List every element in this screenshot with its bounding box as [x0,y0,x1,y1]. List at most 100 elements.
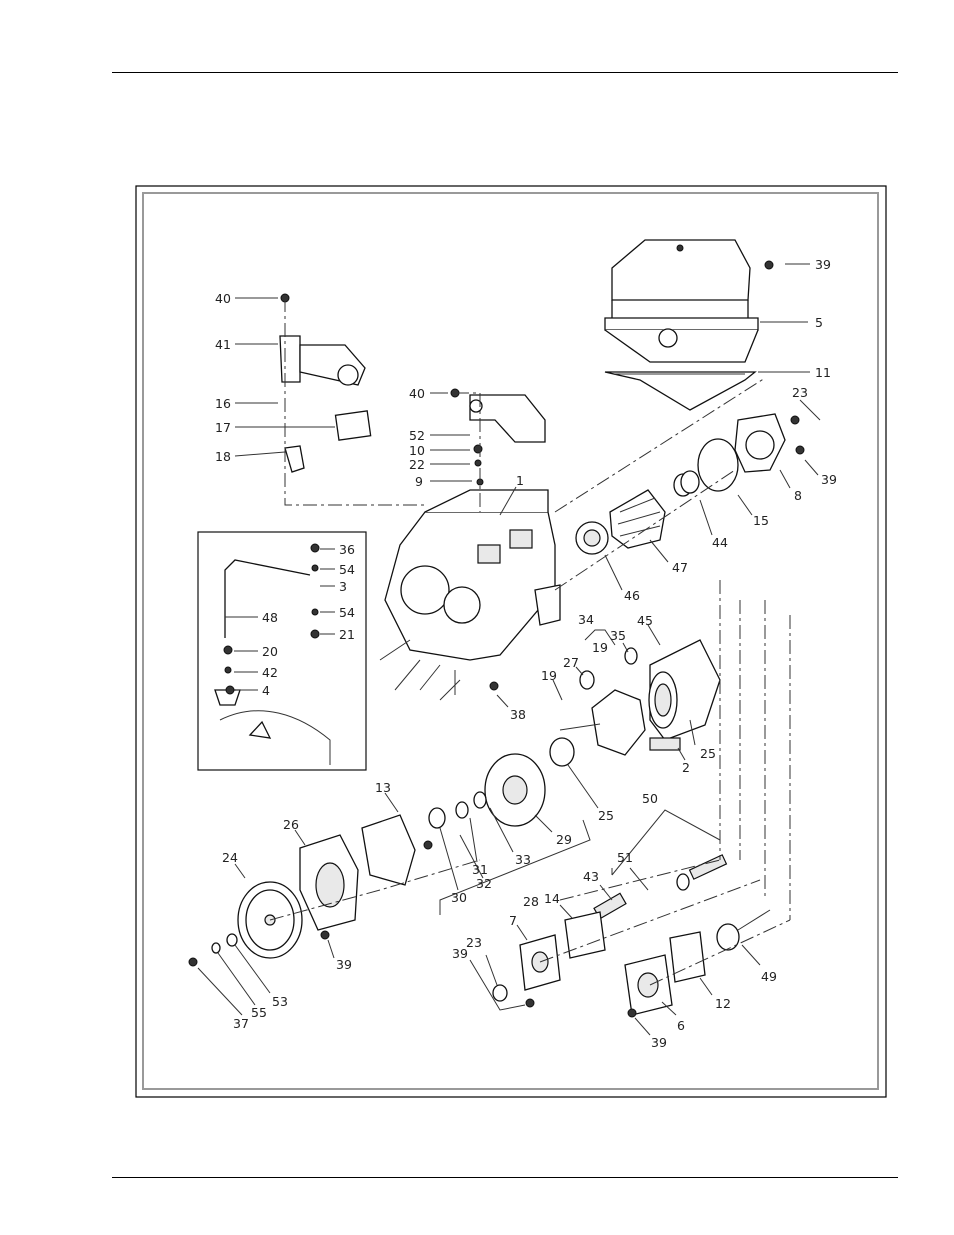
callout-51: 51 [617,850,633,865]
callout-48: 48 [262,610,278,625]
callout-18: 18 [215,449,231,464]
gasket-13-part [361,814,416,886]
callout-41: 41 [215,337,231,352]
callout-2: 2 [682,760,690,775]
spring-44-part [673,470,700,497]
callout-11: 11 [815,365,831,380]
callout-23: 23 [792,385,808,400]
cover-gasket-part [604,371,757,411]
callout-28: 28 [523,894,539,909]
callout-50: 50 [642,791,658,806]
ring-27-part [579,670,595,690]
callout-36: 36 [339,542,355,557]
callout-20: 20 [262,644,278,659]
footer-rule [112,1177,898,1178]
valve-49-part [716,909,771,951]
rotor-47-part [609,489,666,549]
callout-39: 39 [336,957,352,972]
callout-44: 44 [712,535,728,550]
callout-5: 5 [815,315,823,330]
gasket-15-part [697,438,739,492]
callout-43: 43 [583,869,599,884]
plug-23-part [492,984,508,1002]
callout-40: 40 [409,386,425,401]
callout-52: 52 [409,428,425,443]
callout-29: 29 [556,832,572,847]
callout-38: 38 [510,707,526,722]
gasket-12-part [669,931,706,983]
impeller-2-part [559,689,681,756]
seal-46-part [575,521,609,555]
callout-46: 46 [624,588,640,603]
callout-10: 10 [409,443,425,458]
callout-45: 45 [637,613,653,628]
callout-35: 35 [610,628,626,643]
housing-45-part [648,639,721,741]
pipe-elbow-part [279,335,366,386]
callout-13: 13 [375,780,391,795]
impeller-29-part [484,753,546,827]
callout-25: 25 [598,808,614,823]
callout-39: 39 [821,472,837,487]
callout-9: 9 [415,474,423,489]
callout-12: 12 [715,996,731,1011]
gasket-17-part [334,410,372,441]
callout-1: 1 [516,473,524,488]
callout-21: 21 [339,627,355,642]
callout-33: 33 [515,852,531,867]
callout-25: 25 [700,746,716,761]
seal-25-part [549,737,575,767]
callout-34: 34 [578,612,594,627]
callout-54: 54 [339,605,355,620]
callout-labels: 40 41 16 17 18 40 52 10 22 9 1 39 5 11 2… [215,257,837,1050]
callout-24: 24 [222,850,238,865]
end-plate-8-part [734,413,786,473]
callout-39: 39 [452,946,468,961]
callout-42: 42 [262,665,278,680]
callout-39: 39 [651,1035,667,1050]
callout-3: 3 [339,579,347,594]
callout-8: 8 [794,488,802,503]
plate-26-part [299,834,359,931]
washer-53-55-part [211,933,238,954]
callout-16: 16 [215,396,231,411]
inset-pipe-48-part [214,559,331,765]
valve-block-part [469,394,546,443]
main-body-part [384,489,561,661]
callout-49: 49 [761,969,777,984]
cap-6-part [624,954,673,1016]
callout-17: 17 [215,420,231,435]
callout-15: 15 [753,513,769,528]
callout-30: 30 [451,890,467,905]
callout-6: 6 [677,1018,685,1033]
callout-31: 31 [472,862,488,877]
callout-4: 4 [262,683,270,698]
callout-22: 22 [409,457,425,472]
valve-cover-part [604,239,759,363]
callout-23: 23 [466,935,482,950]
leader-lines [197,263,821,1036]
callout-26: 26 [283,817,299,832]
cap-7-part [519,934,561,991]
figure-inner-frame [142,192,879,1090]
callout-39: 39 [815,257,831,272]
callout-53: 53 [272,994,288,1009]
callout-19: 19 [541,668,557,683]
inset-frame [197,531,367,771]
callout-14: 14 [544,891,560,906]
assembly-lines [269,298,791,986]
callout-40: 40 [215,291,231,306]
callout-32: 32 [476,876,492,891]
callout-19: 19 [592,640,608,655]
callout-27: 27 [563,655,579,670]
callout-55: 55 [251,1005,267,1020]
gasket-14-part [564,911,606,959]
bracket-18-part [284,445,305,473]
callout-54: 54 [339,562,355,577]
callout-37: 37 [233,1016,249,1031]
figure-outer-frame [135,185,887,1098]
seal-parts-30-33 [428,791,487,829]
header-rule [112,72,898,73]
callout-47: 47 [672,560,688,575]
